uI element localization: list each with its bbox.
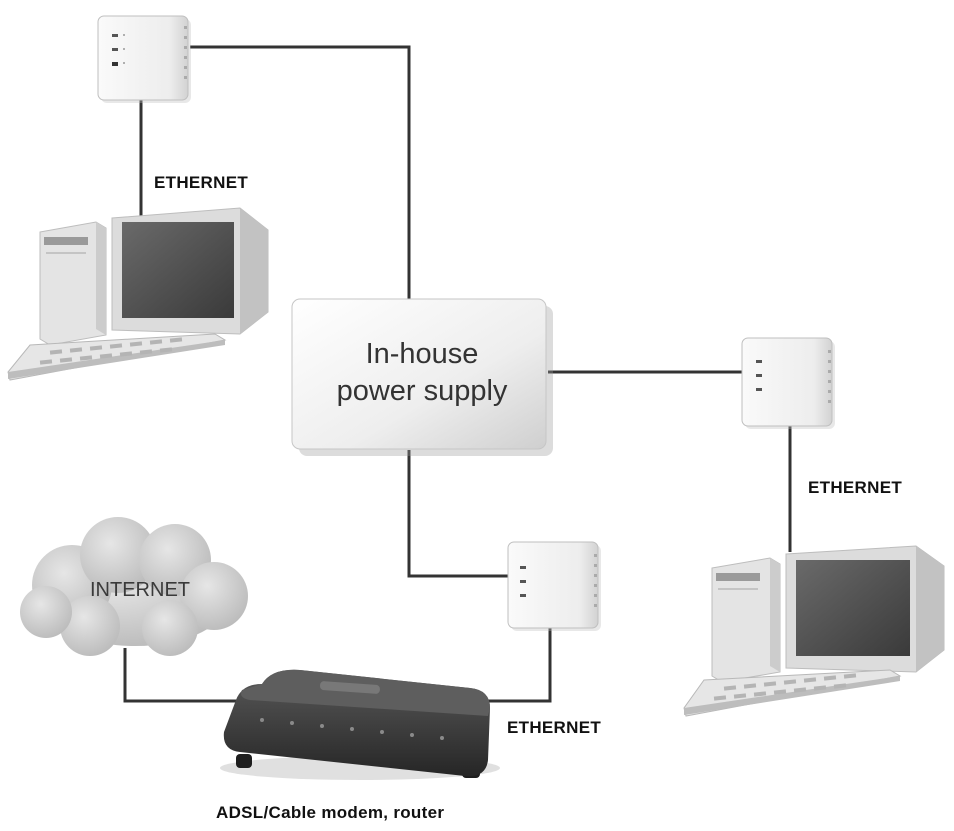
- wire-top-adapter-to-hub: [190, 45, 411, 300]
- power-supply-line1: In-house: [365, 338, 479, 370]
- wire-bottom-adapter-to-modem: [482, 626, 552, 703]
- ethernet-label-top: ETHERNET: [154, 173, 249, 192]
- internet-label: INTERNET: [90, 579, 190, 601]
- power-supply-line2: power supply: [336, 375, 508, 407]
- wires: [123, 45, 792, 703]
- ethernet-label-right: ETHERNET: [808, 478, 903, 497]
- cloud-icon: [20, 517, 248, 656]
- router-icon: [220, 669, 500, 780]
- powerline-adapter-icon: [97, 15, 191, 103]
- powerline-adapter-icon: [507, 541, 601, 631]
- wire-cloud-to-modem: [123, 648, 250, 703]
- ethernet-label-bottom: ETHERNET: [507, 718, 602, 737]
- power-supply-box: [291, 298, 553, 456]
- modem-label: ADSL/Cable modem, router: [216, 803, 445, 822]
- power-supply-label: In-house power supply: [293, 336, 551, 410]
- wire-hub-to-bottom-adapter: [407, 450, 510, 578]
- desktop-computer-icon: [7, 207, 269, 381]
- powerline-adapter-icon: [741, 337, 835, 429]
- desktop-computer-icon: [683, 545, 945, 717]
